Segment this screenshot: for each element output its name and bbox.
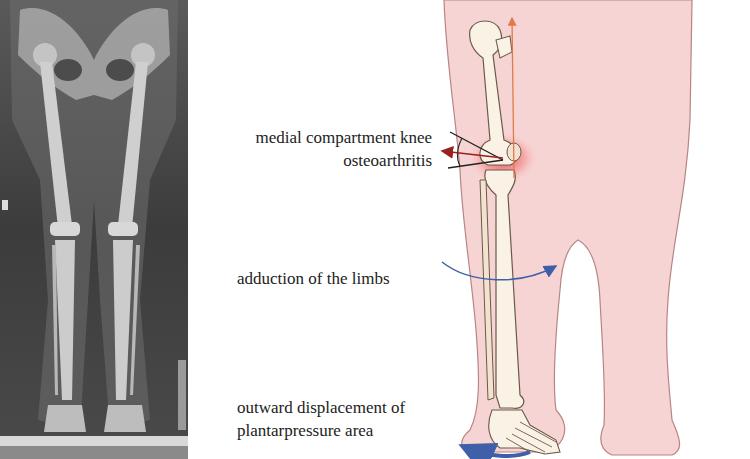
annotation-label: outward displacement of plantarpressure … bbox=[237, 396, 437, 442]
annotation-label: medial compartment knee osteoarthritis bbox=[252, 126, 432, 172]
leg-illustration bbox=[442, 0, 692, 456]
annotation-label: adduction of the limbs bbox=[237, 267, 437, 290]
xray-image bbox=[0, 0, 188, 459]
